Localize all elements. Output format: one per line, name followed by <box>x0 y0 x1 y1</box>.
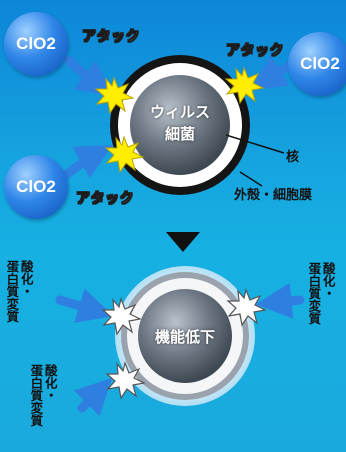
burst-icon <box>94 76 135 115</box>
virus-label-line2: 細菌 <box>164 125 195 143</box>
arrow-icon <box>61 145 113 180</box>
attack-label: アタック <box>82 29 140 46</box>
oxidation-label-line2: 蛋白質変質 <box>306 262 322 325</box>
down-triangle-icon <box>166 232 200 252</box>
nucleus-label: 核 <box>286 150 300 165</box>
oxidation-label: 酸化・ 蛋白質変質 <box>28 364 57 427</box>
burst-icon <box>224 66 265 105</box>
arrow-icon <box>55 288 114 324</box>
oxidation-label-line1: 酸化・ <box>320 262 336 300</box>
oxidation-label: 酸化・ 蛋白質変質 <box>4 260 33 323</box>
oxidation-label-line2: 蛋白質変質 <box>28 364 44 427</box>
attack-label: アタック <box>76 191 134 208</box>
oxidation-label-line1: 酸化・ <box>42 364 58 402</box>
oxidation-label-line1: 酸化・ <box>18 260 34 298</box>
burst-icon <box>105 361 146 400</box>
degraded-core <box>138 289 232 383</box>
clo2-molecule: ClO2 <box>4 12 68 76</box>
burst-icon <box>101 297 142 336</box>
virus-label-line1: ウィルス <box>149 103 210 121</box>
virus-label: ウィルス 細菌 <box>140 101 220 145</box>
burst-icon <box>226 288 267 327</box>
arrow-icon <box>63 55 114 97</box>
attack-label: アタック <box>226 43 284 60</box>
virus-core <box>130 75 230 175</box>
clo2-molecule: ClO2 <box>4 155 68 219</box>
oxidation-label: 酸化・ 蛋白質変質 <box>306 262 335 325</box>
clo2-molecule: ClO2 <box>288 32 346 96</box>
burst-icon <box>104 135 145 174</box>
oxidation-label-line2: 蛋白質変質 <box>4 260 20 323</box>
membrane-label: 外殻・細胞膜 <box>234 188 313 203</box>
arrow-icon <box>255 282 305 319</box>
result-label: 機能低下 <box>154 328 215 346</box>
arrow-icon <box>73 377 113 417</box>
